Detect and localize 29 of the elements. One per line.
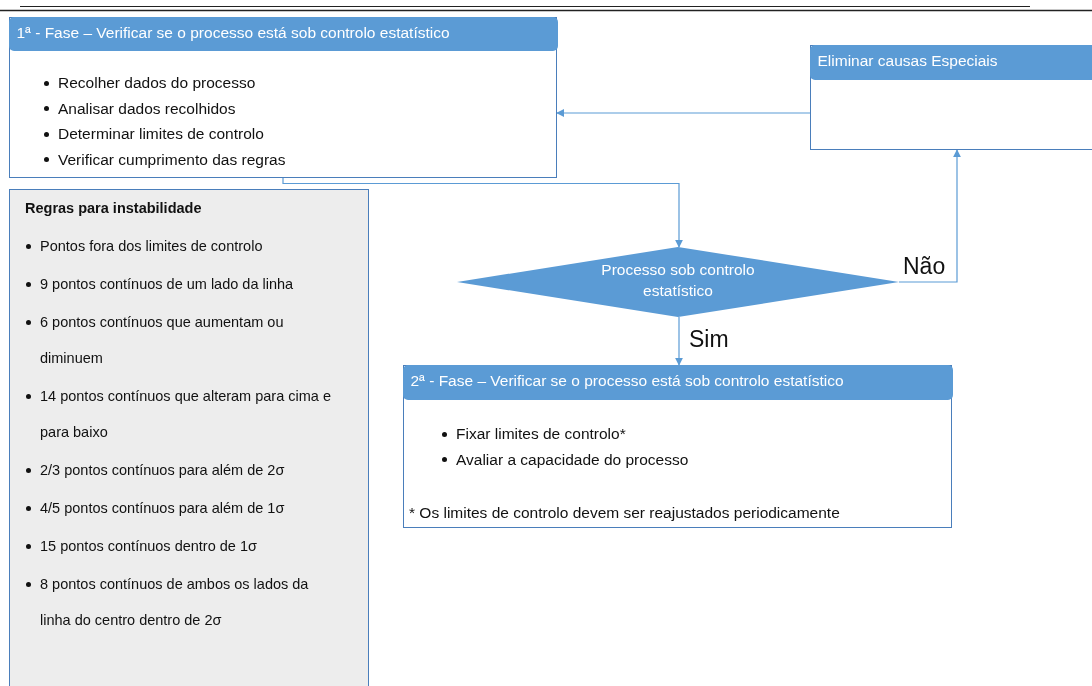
list-item: 4/5 pontos contínuos para além de 1σ bbox=[24, 490, 342, 526]
process-box bbox=[403, 365, 952, 528]
box-header: 1ª - Fase – Verificar se o processo está sob controlo estatístico bbox=[8, 16, 558, 51]
arrow bbox=[675, 316, 683, 366]
list-item: 8 pontos contínuos de ambos os lados da linha do centro dentro de 2σ bbox=[24, 566, 342, 638]
list-item: 6 pontos contínuos que aumentam ou diminuem bbox=[24, 304, 342, 376]
list-item: 2/3 pontos contínuos para além de 2σ bbox=[24, 452, 342, 488]
list-item: Analisar dados recolhidos bbox=[42, 95, 286, 121]
list-item: Avaliar a capacidade do processo bbox=[440, 446, 689, 472]
list-item: Recolher dados do processo bbox=[42, 70, 286, 96]
list-item: Fixar limites de controlo* bbox=[440, 421, 689, 447]
decision-diamond bbox=[457, 247, 899, 317]
arrow bbox=[282, 177, 683, 248]
list-item: Determinar limites de controlo bbox=[42, 121, 286, 147]
arrow bbox=[898, 149, 961, 283]
arrow bbox=[556, 109, 811, 117]
rules-panel bbox=[9, 189, 369, 686]
footnote: * Os limites de controlo devem ser reajustados periodicamente bbox=[409, 504, 840, 522]
box-header: 2ª - Fase – Verificar se o processo está sob controlo estatístico bbox=[402, 364, 953, 400]
list-item: 15 pontos contínuos dentro de 1σ bbox=[24, 528, 342, 564]
process-box bbox=[810, 45, 1092, 150]
process-box bbox=[9, 17, 557, 178]
list-item: 9 pontos contínuos de um lado da linha bbox=[24, 266, 342, 302]
decision-text: Processo sob controlo estatístico bbox=[600, 260, 756, 301]
panel-title: Regras para instabilidade bbox=[25, 200, 202, 216]
list-item: Pontos fora dos limites de controlo bbox=[24, 228, 342, 264]
box-header: Eliminar causas Especiais bbox=[809, 44, 1092, 80]
list-item: 14 pontos contínuos que alteram para cima e para baixo bbox=[24, 378, 342, 450]
list-item: Verificar cumprimento das regras bbox=[42, 146, 286, 172]
